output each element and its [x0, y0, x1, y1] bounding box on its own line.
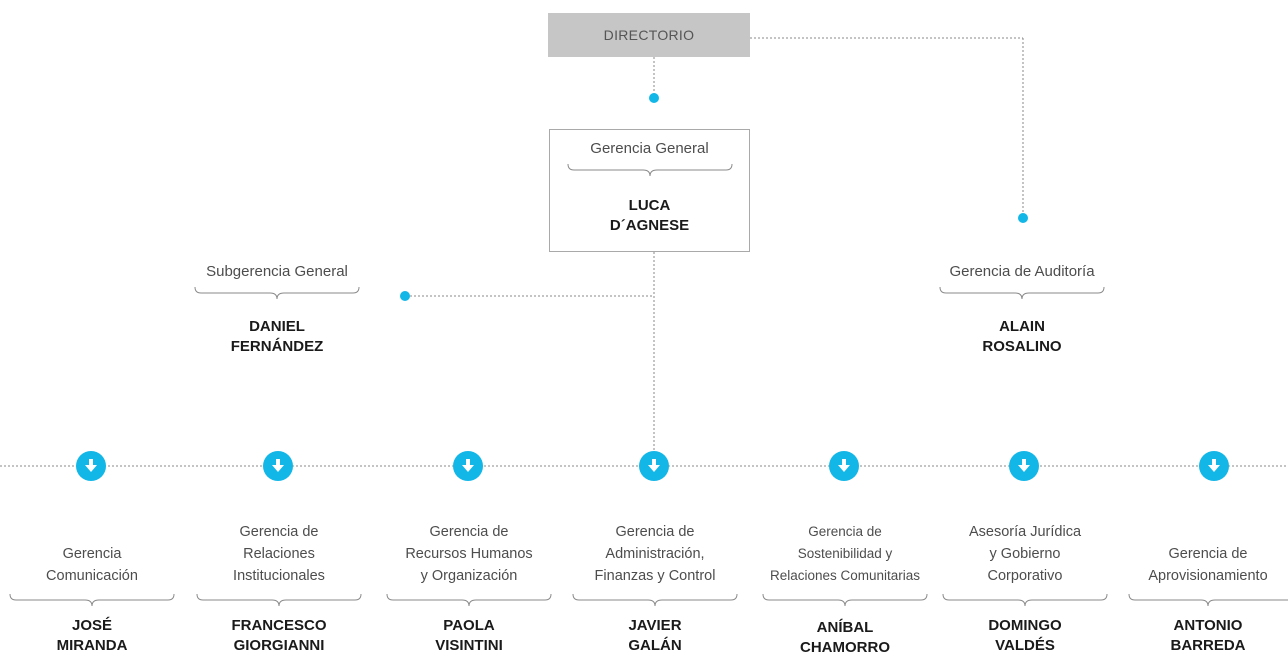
arrow-down-icon [1199, 451, 1229, 481]
unit-name: DOMINGO VALDÉS [988, 617, 1062, 654]
unit-title: Gerencia Comunicación [46, 546, 138, 584]
unit-name: JAVIER GALÁN [628, 617, 682, 654]
unit-name: FRANCESCO GIORGIANNI [231, 617, 327, 654]
arrow-down-icon [76, 451, 106, 481]
brace-icon [194, 287, 360, 300]
unit-name: PAOLA VISINTINI [435, 617, 503, 654]
gerencia-general-unit: Gerencia General LUCA D´AGNESE [549, 138, 750, 236]
department-unit-comunicacion: Gerencia Comunicación JOSÉ MIRANDA [6, 521, 178, 656]
node-dot-auditoria [1018, 213, 1028, 223]
directorio-label: DIRECTORIO [603, 27, 695, 43]
department-unit-asesoria-juridica: Asesoría Jurídica y Gobierno Corporativo… [939, 521, 1111, 656]
subgerencia-unit: Subgerencia General DANIEL FERNÁNDEZ [177, 261, 377, 357]
department-unit-sostenibilidad: Gerencia de Sostenibilidad y Relaciones … [751, 521, 939, 658]
unit-title: Asesoría Jurídica y Gobierno Corporativo [968, 524, 1082, 584]
auditoria-unit: Gerencia de Auditoría ALAIN ROSALINO [922, 261, 1122, 357]
node-dot-subgerencia [400, 291, 410, 301]
arrow-down-icon [453, 451, 483, 481]
unit-name: ANTONIO BARREDA [1170, 617, 1246, 654]
unit-name: ALAIN ROSALINO [982, 318, 1062, 355]
brace-icon [196, 594, 362, 607]
directorio-box: DIRECTORIO [548, 13, 750, 57]
department-unit-relaciones-institucionales: Gerencia de Relaciones Institucionales F… [193, 521, 365, 656]
arrow-down-icon [263, 451, 293, 481]
unit-title: Subgerencia General [206, 263, 348, 280]
department-unit-administracion: Gerencia de Administración, Finanzas y C… [569, 521, 741, 656]
unit-title: Gerencia de Administración, Finanzas y C… [594, 524, 716, 584]
brace-icon [762, 594, 928, 607]
unit-name: ANÍBAL CHAMORRO [800, 619, 890, 656]
brace-icon [386, 594, 552, 607]
brace-icon [9, 594, 175, 607]
unit-title: Gerencia de Aprovisionamiento [1148, 546, 1268, 584]
unit-title: Gerencia de Auditoría [949, 263, 1095, 280]
department-unit-aprovisionamiento: Gerencia de Aprovisionamiento ANTONIO BA… [1128, 521, 1288, 656]
gerencia-general-box [549, 129, 750, 252]
unit-title: Gerencia de Relaciones Institucionales [233, 524, 325, 584]
unit-name: JOSÉ MIRANDA [56, 617, 128, 654]
arrow-down-icon [1009, 451, 1039, 481]
unit-name: DANIEL FERNÁNDEZ [230, 318, 324, 355]
brace-icon [939, 287, 1105, 300]
unit-title: Gerencia de Recursos Humanos y Organizac… [405, 524, 533, 584]
brace-icon [567, 164, 732, 177]
node-dot-gerencia [649, 93, 659, 103]
unit-name: LUCA D´AGNESE [609, 197, 690, 234]
department-unit-recursos-humanos: Gerencia de Recursos Humanos y Organizac… [383, 521, 555, 656]
brace-icon [572, 594, 738, 607]
unit-title: Gerencia General [590, 140, 709, 157]
brace-icon [942, 594, 1108, 607]
brace-icon [1128, 594, 1288, 607]
unit-title: Gerencia de Sostenibilidad y Relaciones … [769, 524, 921, 583]
arrow-down-icon [829, 451, 859, 481]
arrow-down-icon [639, 451, 669, 481]
